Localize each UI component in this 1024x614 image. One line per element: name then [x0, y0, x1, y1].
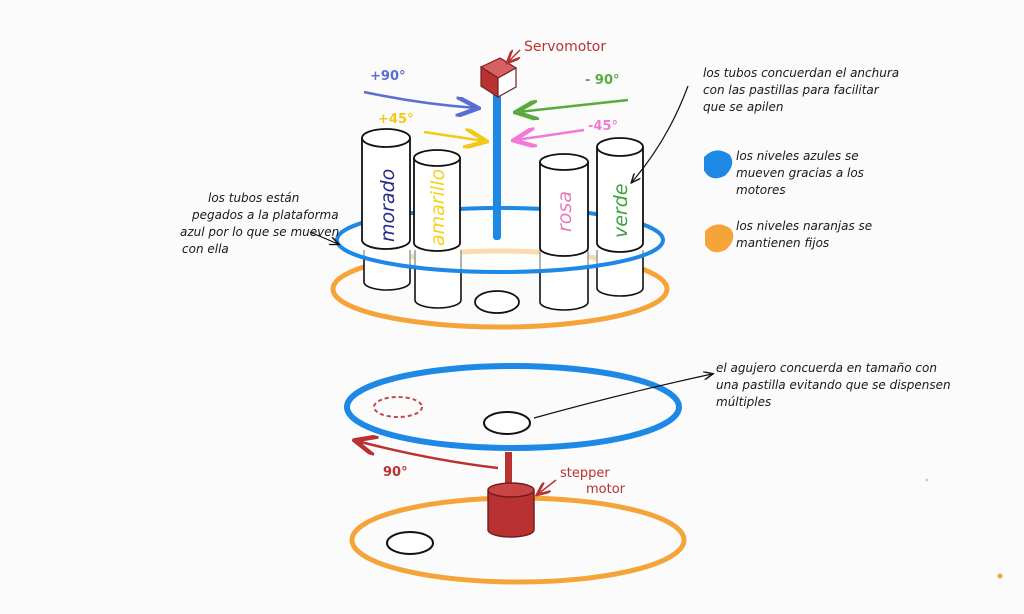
arrow-plus90 [363, 90, 476, 108]
legend-blue: los niveles azules se mueven gracias a l… [704, 149, 868, 197]
angle-plus45: +45° [378, 112, 413, 127]
svg-text:los niveles naranjas se: los niveles naranjas se mantienen fijos [736, 219, 876, 250]
tube-label-morado: morado [377, 169, 399, 242]
arrow-minus45 [516, 130, 585, 140]
note-tubes-width-arrow [632, 85, 689, 182]
stepper-shaft [505, 452, 512, 494]
note-tubes-stuck: los tubos están pegados a la plataforma … [180, 191, 343, 256]
arrow-stepper-90 [357, 441, 499, 470]
servo-label: Servomotor [524, 39, 606, 55]
fixed-outlet-hole [386, 531, 434, 555]
dispense-hole-top [474, 290, 520, 314]
arrow-plus45 [423, 132, 484, 141]
dispense-hole-bottom [483, 411, 531, 435]
blue-swatch-icon [704, 150, 733, 179]
note-tubes-stuck-arrow [309, 231, 338, 244]
angle-minus45: -45° [588, 119, 618, 134]
tube-label-amarillo: amarillo [427, 169, 449, 246]
tube-amarillo [413, 149, 461, 252]
servomotor-icon [479, 57, 518, 99]
tube-rosa [539, 153, 589, 257]
note-hole-arrow [533, 374, 712, 419]
tube-label-verde: verde [610, 184, 632, 239]
stepper-label: stepper motor [560, 466, 626, 497]
arrow-minus90 [518, 98, 629, 112]
stepper-label-arrow [538, 479, 557, 494]
angle-stepper-90: 90° [383, 465, 408, 480]
speck [925, 478, 929, 482]
rotating-blue-platform-bottom [344, 363, 682, 451]
svg-text:los niveles azules se mu: los niveles azules se mueven gracias a l… [736, 149, 868, 197]
legend-orange: los niveles naranjas se mantienen fijos [705, 219, 876, 253]
note-tubes-width: los tubos concuerdan el anchura con las … [703, 66, 903, 114]
tube-label-rosa: rosa [554, 191, 576, 232]
orange-swatch-icon [705, 224, 734, 253]
speck [997, 573, 1003, 579]
angle-plus90: +90° [370, 69, 405, 84]
servo-label-arrow [508, 50, 520, 62]
servo-shaft [493, 90, 501, 240]
tube-morado [361, 128, 411, 250]
note-hole: el agujero concuerda en tamaño con una p… [716, 361, 954, 409]
stepper-motor-icon [487, 482, 535, 538]
angle-minus90: - 90° [585, 73, 620, 88]
previous-hole-position [373, 396, 423, 418]
